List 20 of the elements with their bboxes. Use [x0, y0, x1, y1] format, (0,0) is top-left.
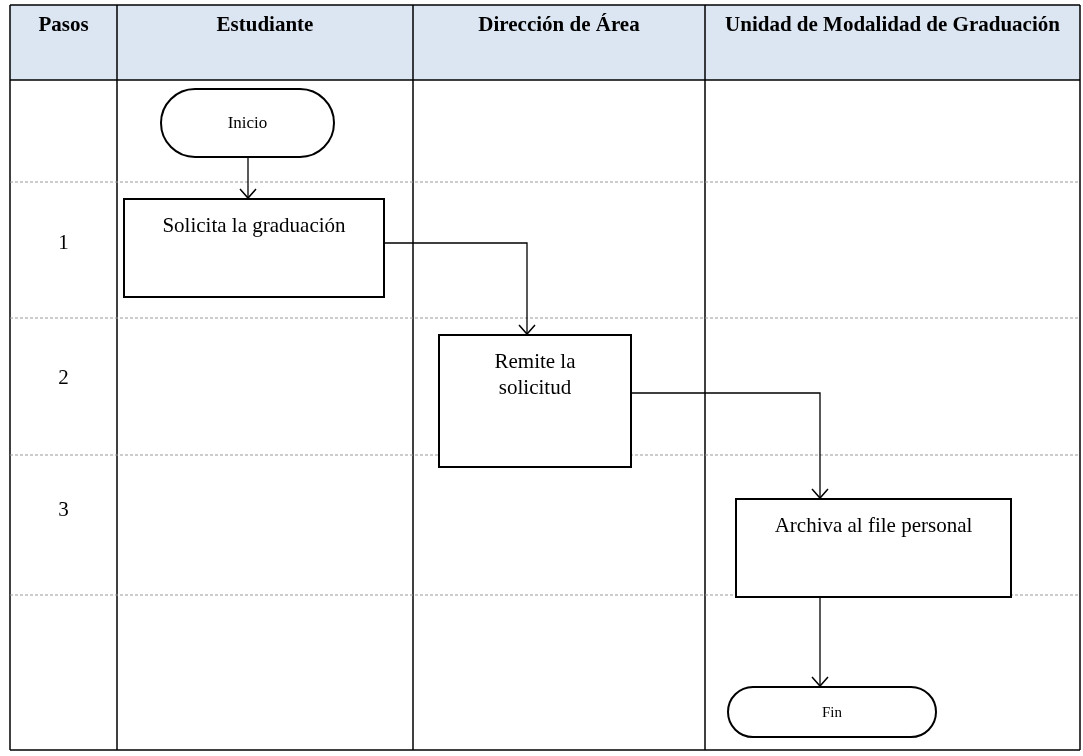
process-box — [123, 198, 385, 298]
arrow — [239, 157, 257, 199]
process-box — [438, 334, 632, 468]
step-number: 1 — [57, 230, 70, 255]
column-header: Pasos — [37, 12, 90, 38]
column-header: Dirección de Área — [477, 12, 641, 38]
node-text: Remite la solicitud — [493, 348, 577, 401]
node-text: Fin — [822, 702, 842, 722]
step-number: 2 — [57, 365, 70, 390]
terminator-shape — [727, 686, 937, 738]
node-text: Archiva al file personal — [774, 512, 973, 539]
column-header: Unidad de Modalidad de Graduación — [724, 12, 1061, 38]
arrow — [811, 597, 829, 687]
column-header: Estudiante — [215, 12, 315, 38]
arrow — [384, 242, 536, 335]
node-text: Inicio — [227, 112, 268, 134]
node-text: Solicita la graduación — [162, 212, 346, 239]
process-box — [735, 498, 1012, 598]
arrow — [631, 392, 829, 499]
step-number: 3 — [57, 497, 70, 522]
